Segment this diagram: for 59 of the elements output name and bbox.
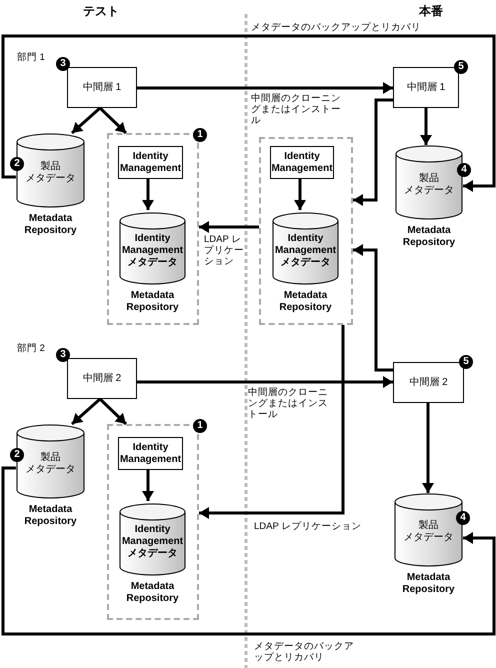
cylinder-text: Identity Management — [274, 232, 337, 256]
column-heading: テスト — [83, 4, 119, 18]
arrow — [137, 82, 393, 94]
arrow — [71, 106, 101, 134]
arrow — [98, 398, 128, 426]
arrow — [199, 325, 344, 519]
arrow — [353, 244, 393, 372]
cylinder-text: 製品 — [419, 172, 439, 184]
dashed-group-box — [259, 137, 353, 325]
cylinder-label: Metadata Repository — [23, 504, 78, 528]
cylinder-text: 製品 — [418, 520, 438, 532]
cylinder-text: メタデータ — [26, 464, 76, 476]
callout-number: 1 — [193, 128, 207, 142]
cylinder-text: メタデータ — [404, 184, 454, 196]
callout-number: 4 — [457, 163, 471, 177]
cylinder-text: メタデータ — [128, 548, 178, 560]
arrow — [2, 34, 496, 192]
process-box: Identity Management — [118, 437, 183, 470]
arrow — [142, 468, 154, 501]
cylinder-text: 製品 — [40, 160, 60, 172]
cylinder-label: Metadata Repository — [278, 290, 333, 314]
arrow — [199, 221, 259, 233]
edge-label: メタデータのバックアップとリカバリ — [254, 641, 354, 663]
cylinder-label: Metadata Repository — [402, 225, 456, 249]
cylinder-text: メタデータ — [280, 256, 330, 268]
cylinder-text: Identity Management — [121, 524, 184, 548]
cylinder-text: メタデータ — [128, 256, 178, 268]
arrow — [2, 466, 496, 636]
arrow — [142, 177, 154, 210]
column-heading: 本番 — [419, 4, 443, 18]
cylinder-text: 製品 — [40, 452, 60, 464]
section-label: 部門 1 — [17, 52, 45, 63]
callout-number: 2 — [10, 157, 24, 171]
cylinder-label: Metadata Repository — [23, 213, 78, 237]
callout-number: 1 — [193, 419, 207, 433]
callout-number: 5 — [454, 60, 468, 74]
edge-label: LDAP レプリケーション — [204, 234, 244, 267]
process-box: Identity Management — [118, 146, 183, 179]
arrow — [71, 398, 101, 426]
arrow — [137, 376, 393, 388]
cylinder-label: Metadata Repository — [125, 290, 180, 314]
arrow — [98, 106, 128, 134]
process-box: Identity Management — [270, 146, 334, 179]
callout-number: 4 — [456, 511, 470, 525]
cylinder-text: メタデータ — [404, 532, 454, 544]
callout-number: 2 — [10, 448, 24, 462]
cylinder-text: Identity Management — [121, 232, 184, 256]
section-label: 部門 2 — [17, 343, 45, 354]
arrow — [294, 177, 306, 210]
edge-label: メタデータのバックアップとリカバリ — [251, 22, 421, 33]
arrow — [353, 98, 393, 206]
cylinder-label: Metadata Repository — [401, 572, 456, 596]
cylinder-text: メタデータ — [26, 172, 76, 184]
callout-number: 5 — [459, 355, 473, 369]
arrow — [422, 403, 434, 493]
arrow — [420, 108, 432, 145]
callout-number: 3 — [56, 348, 70, 362]
cylinder-label: Metadata Repository — [125, 581, 180, 605]
callout-number: 3 — [56, 57, 70, 71]
